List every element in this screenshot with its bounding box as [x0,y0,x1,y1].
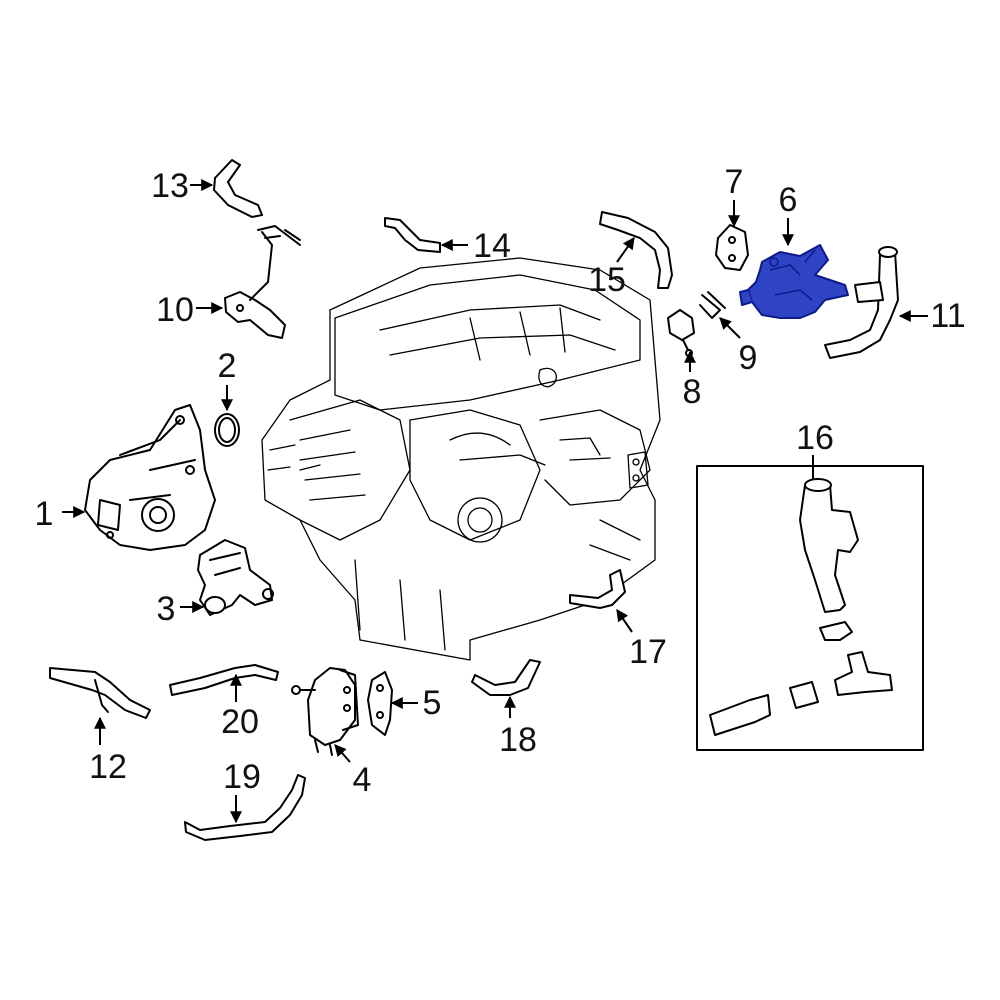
callout-10: 10 [156,291,194,329]
part-3-thermostat-housing[interactable] [197,539,274,616]
callout-14: 14 [473,227,511,265]
callout-7: 7 [725,163,744,201]
callout-3: 3 [157,590,176,628]
part-16-assembly-box[interactable] [696,465,924,751]
part-14-hose[interactable] [384,217,441,253]
callout-18: 18 [499,721,537,759]
part-9-clip[interactable] [699,291,726,319]
callout-11: 11 [930,297,965,335]
callout-8: 8 [683,373,702,411]
part-5-gasket[interactable] [367,671,393,736]
callout-16: 16 [796,419,834,457]
part-18-hose[interactable] [471,659,541,696]
part-1-water-pump[interactable] [84,404,216,551]
callout-9: 9 [739,339,758,377]
callout-labels: 1 2 3 4 5 6 7 8 9 10 11 12 13 14 15 16 1… [35,163,966,799]
part-11-hose-fitting[interactable] [824,246,899,359]
part-10-bracket-pipe[interactable] [224,225,301,339]
callout-12: 12 [89,748,127,786]
callout-17: 17 [629,633,667,671]
part-4-valve[interactable] [291,667,359,756]
callout-19: 19 [223,758,261,796]
part-20-hose[interactable] [169,664,279,696]
engine-block [261,257,661,661]
callout-15: 15 [588,261,626,299]
callout-4: 4 [353,761,372,799]
callout-13: 13 [151,167,189,205]
callout-20: 20 [221,703,259,741]
part-8-sensor[interactable] [667,309,695,357]
part-19-hose[interactable] [184,774,306,841]
part-15-hose[interactable] [599,211,673,289]
callout-6: 6 [779,181,798,219]
part-12-hose[interactable] [49,667,151,719]
callout-1: 1 [35,495,54,533]
leader-lines [62,179,928,824]
part-13-hose[interactable] [213,159,263,218]
part-6-water-outlet-highlighted[interactable] [739,244,849,319]
part-17-hose[interactable] [569,569,626,609]
part-2-o-ring[interactable] [214,413,240,447]
callout-2: 2 [218,347,237,385]
callout-5: 5 [423,684,442,722]
part-7-gasket[interactable] [715,224,749,271]
